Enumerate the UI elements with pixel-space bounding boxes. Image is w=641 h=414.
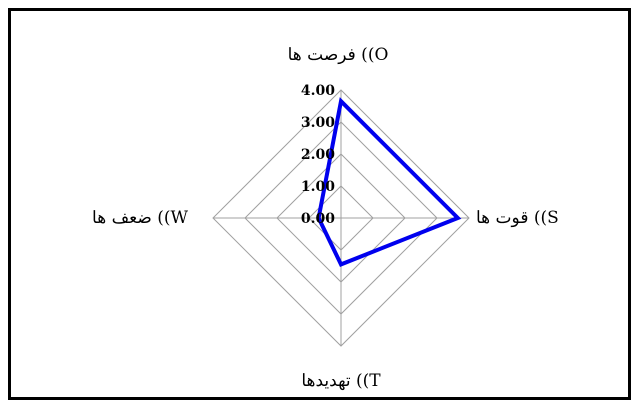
tick-label-3: 3.00 [301, 115, 335, 131]
tick-label-2: 2.00 [301, 147, 335, 163]
axis-label-t: تهدیدها ((T [301, 371, 381, 391]
label-layer: فرصت ها ((O قوت ها ((S تهدیدها ((T ضعف ه… [92, 45, 559, 391]
tick-layer: 0.00 1.00 2.00 3.00 4.00 [301, 83, 335, 227]
axis-layer [213, 90, 469, 346]
tick-label-4: 4.00 [301, 83, 335, 99]
axis-label-w: ضعف ها ((W [92, 208, 188, 228]
axis-label-o: فرصت ها ((O [288, 45, 389, 65]
series-line [316, 97, 462, 267]
series-layer [316, 97, 462, 267]
axis-label-s: قوت ها ((S [476, 208, 559, 228]
tick-label-0: 0.00 [301, 211, 335, 227]
tick-label-1: 1.00 [301, 179, 335, 195]
